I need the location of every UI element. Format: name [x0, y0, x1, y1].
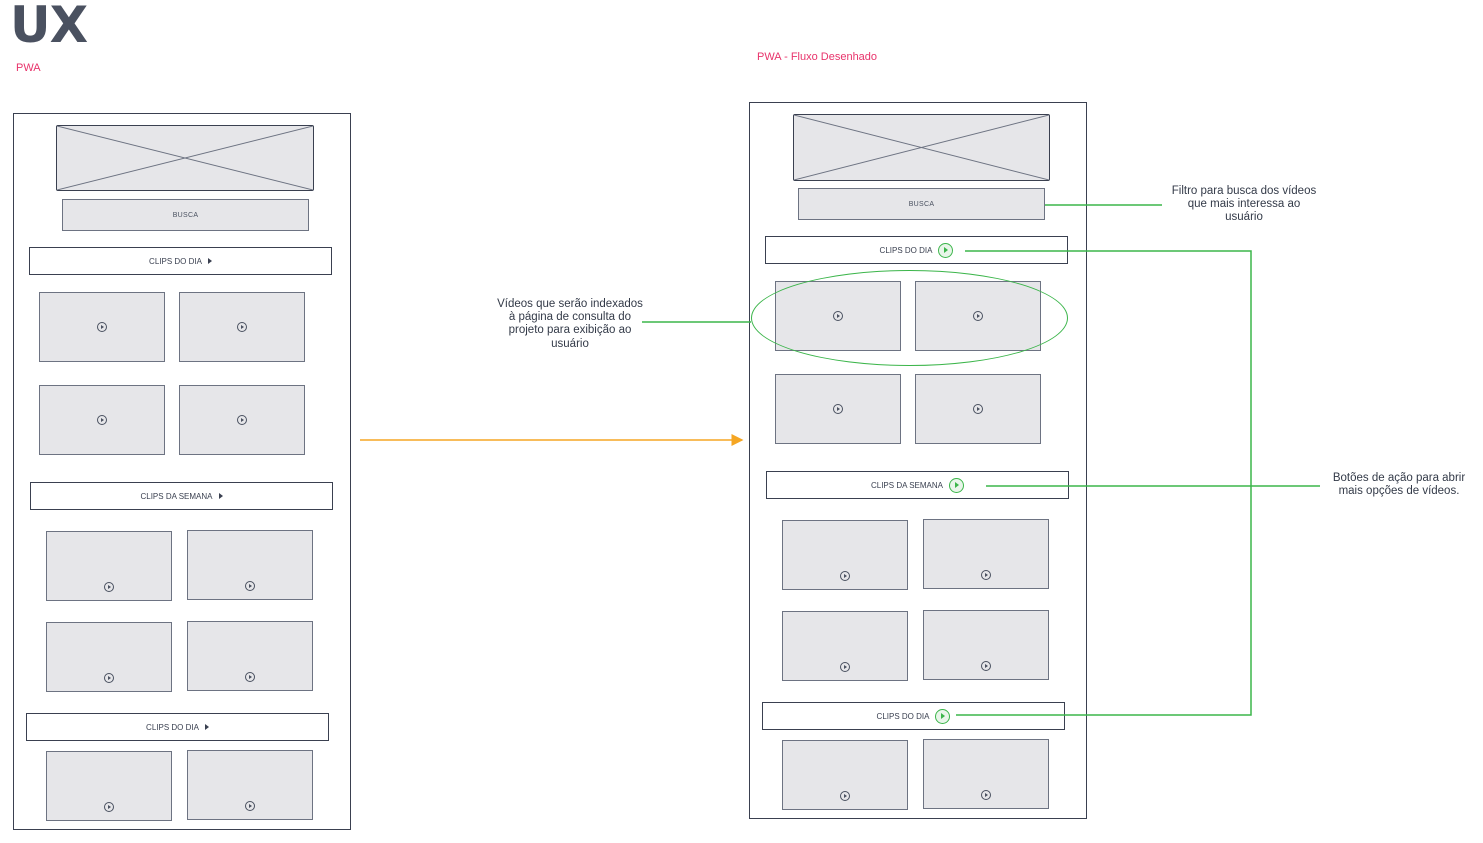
video-card[interactable]: [46, 622, 172, 692]
play-icon[interactable]: [104, 673, 114, 683]
video-card[interactable]: [187, 621, 313, 691]
highlight-ellipse: [751, 270, 1068, 366]
video-card[interactable]: [46, 751, 172, 821]
video-card[interactable]: [187, 530, 313, 600]
video-card[interactable]: [179, 385, 305, 455]
section-label: CLIPS DO DIA: [876, 711, 930, 721]
section-label: CLIPS DO DIA: [149, 256, 202, 266]
play-icon[interactable]: [840, 662, 850, 672]
chevron-right-icon[interactable]: [204, 724, 209, 730]
play-icon[interactable]: [104, 802, 114, 812]
left-phone-frame: [13, 113, 351, 830]
right-section-clips-dia[interactable]: CLIPS DO DIA: [765, 236, 1068, 264]
chevron-right-icon[interactable]: [207, 258, 212, 264]
video-card[interactable]: [923, 739, 1049, 809]
video-card[interactable]: [923, 519, 1049, 589]
video-card[interactable]: [179, 292, 305, 362]
play-icon[interactable]: [973, 404, 983, 414]
left-section-clips-dia[interactable]: CLIPS DO DIA: [29, 247, 332, 275]
video-card[interactable]: [923, 610, 1049, 680]
annotation-line: usuário: [1225, 211, 1263, 224]
section-label: CLIPS DA SEMANA: [140, 491, 213, 501]
annotation-videos: Vídeos que serão indexados à página de c…: [480, 298, 660, 351]
video-card[interactable]: [775, 374, 901, 444]
annotation-line: que mais interessa ao: [1187, 198, 1301, 211]
play-icon[interactable]: [237, 322, 247, 332]
annotation-filter: Filtro para busca dos vídeos que mais in…: [1155, 185, 1333, 225]
play-icon[interactable]: [245, 672, 255, 682]
video-card[interactable]: [782, 611, 908, 681]
video-card[interactable]: [39, 385, 165, 455]
right-section-clips-semana[interactable]: CLIPS DA SEMANA: [766, 471, 1069, 499]
play-icon[interactable]: [245, 801, 255, 811]
section-label: CLIPS DO DIA: [879, 245, 933, 255]
annotation-line: mais opções de vídeos.: [1338, 485, 1460, 498]
play-icon[interactable]: [840, 791, 850, 801]
play-icon[interactable]: [237, 415, 247, 425]
play-icon[interactable]: [97, 322, 107, 332]
video-card[interactable]: [782, 740, 908, 810]
chevron-right-icon[interactable]: [218, 493, 223, 499]
play-icon[interactable]: [981, 790, 991, 800]
left-section-clips-semana[interactable]: CLIPS DA SEMANA: [30, 482, 333, 510]
play-action-icon[interactable]: [935, 708, 951, 724]
annotation-line: Filtro para busca dos vídeos: [1171, 185, 1317, 197]
right-section-clips-dia-2[interactable]: CLIPS DO DIA: [762, 702, 1065, 730]
right-search-bar[interactable]: BUSCA: [798, 188, 1045, 220]
video-card[interactable]: [915, 374, 1041, 444]
left-search-bar[interactable]: BUSCA: [62, 199, 309, 231]
annotation-line: Vídeos que serão indexados: [497, 298, 643, 310]
video-card[interactable]: [39, 292, 165, 362]
section-label: CLIPS DO DIA: [146, 722, 199, 732]
left-wireframe-label: PWA: [16, 62, 41, 74]
play-action-icon[interactable]: [949, 477, 965, 493]
left-hero-image-placeholder: [56, 125, 314, 191]
right-wireframe-label: PWA - Fluxo Desenhado: [757, 51, 878, 63]
page-title: UX: [10, 0, 88, 54]
annotation-line: usuário: [551, 337, 589, 350]
play-icon[interactable]: [840, 571, 850, 581]
video-card[interactable]: [782, 520, 908, 590]
play-icon[interactable]: [981, 570, 991, 580]
left-section-clips-dia-2[interactable]: CLIPS DO DIA: [26, 713, 329, 741]
section-label: CLIPS DA SEMANA: [870, 480, 944, 490]
annotation-actions: Botões de ação para abrir mais opções de…: [1318, 472, 1480, 498]
play-icon[interactable]: [981, 661, 991, 671]
video-card[interactable]: [187, 750, 313, 820]
play-action-icon[interactable]: [938, 242, 954, 258]
annotation-line: à página de consulta do: [508, 311, 632, 324]
play-icon[interactable]: [245, 581, 255, 591]
annotation-line: Botões de ação para abrir: [1332, 472, 1466, 484]
play-icon[interactable]: [833, 404, 843, 414]
right-hero-image-placeholder: [793, 114, 1050, 181]
annotation-line: projeto para exibição ao: [508, 324, 632, 337]
play-icon[interactable]: [97, 415, 107, 425]
video-card[interactable]: [46, 531, 172, 601]
play-icon[interactable]: [104, 582, 114, 592]
